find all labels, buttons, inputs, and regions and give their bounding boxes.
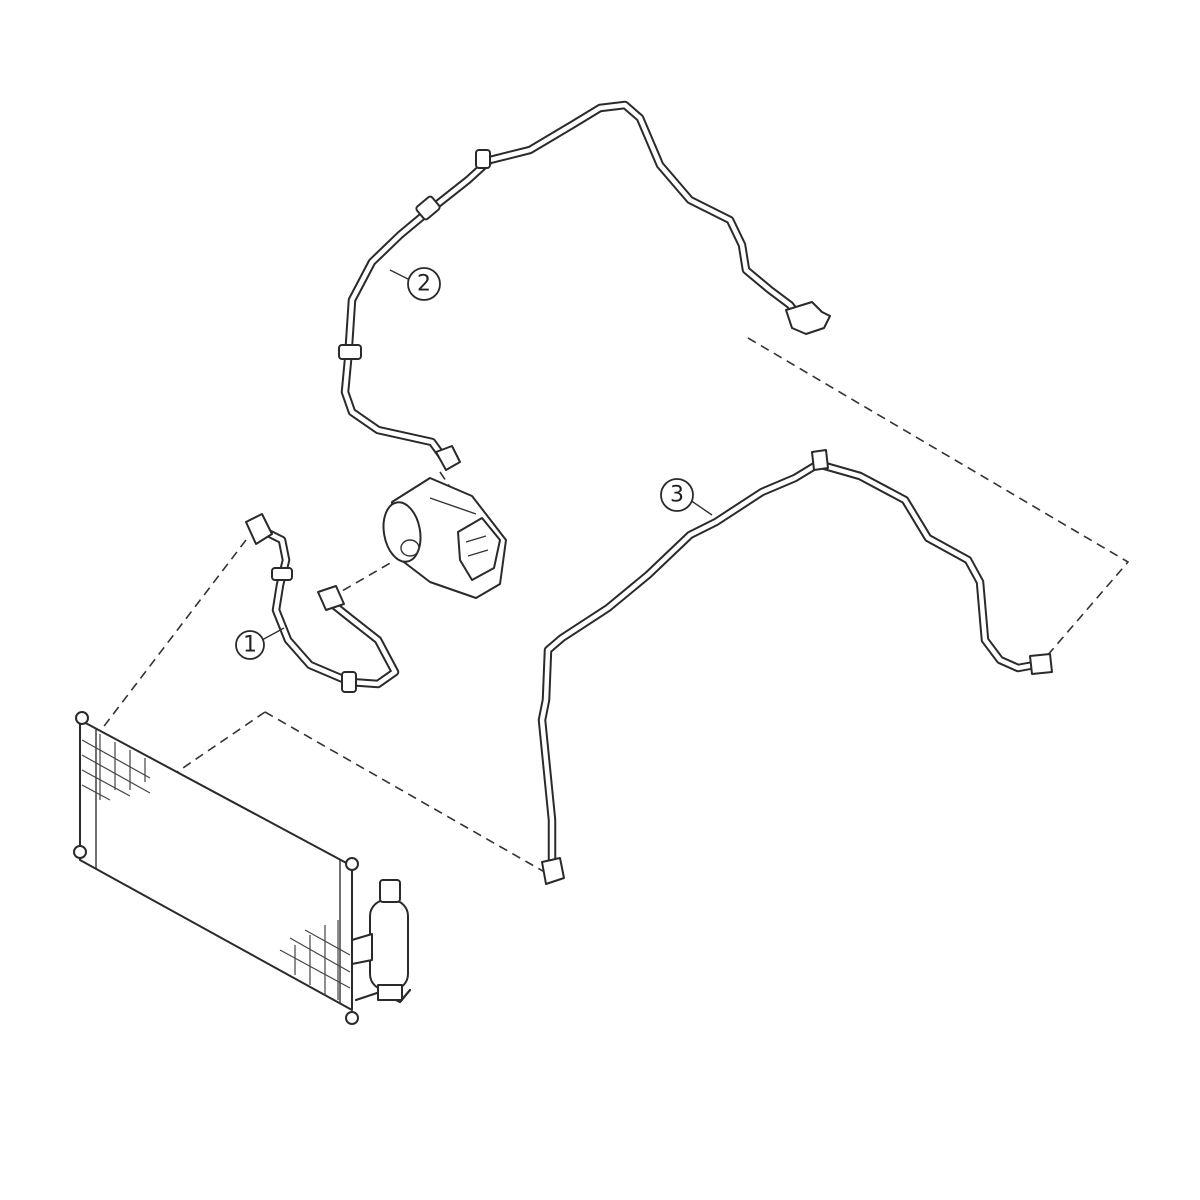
condenser: [73, 711, 359, 1025]
callouts: 1 2 3: [235, 267, 713, 660]
callout-3-label: 3: [670, 483, 684, 508]
hose-1-discharge-hose: [245, 513, 400, 693]
callout-3: 3: [660, 478, 694, 512]
hose-2-suction-line: [338, 100, 831, 471]
receiver-drier: [351, 879, 412, 1004]
condenser-fins: [81, 734, 351, 1000]
compressor: [382, 477, 507, 599]
hose-3-liquid-line: [537, 449, 1053, 885]
callout-1: 1: [235, 630, 265, 660]
callout-1-label: 1: [243, 633, 257, 658]
callout-2-label: 2: [417, 272, 431, 297]
callout-2: 2: [407, 267, 441, 301]
